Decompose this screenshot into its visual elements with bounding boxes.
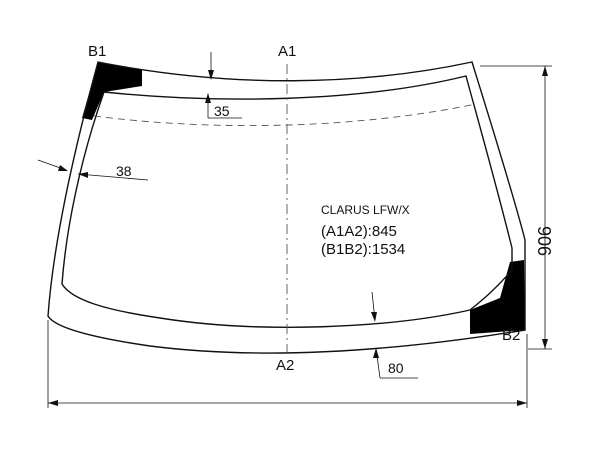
height-arrow-top (542, 66, 548, 76)
windshield-inner-outline (61, 75, 513, 328)
label-a2: A2 (276, 357, 294, 374)
dim-bottom-band: 80 (388, 360, 404, 376)
side-band-leader (77, 173, 149, 181)
b2-dark-patch (470, 260, 525, 334)
bottom-band-leader (375, 347, 381, 379)
width-arrow-right (517, 400, 527, 406)
dim-height: 906 (534, 226, 554, 256)
label-a1: A1 (278, 43, 296, 60)
width-arrow-left (48, 400, 58, 406)
b1b2-measure: (B1B2):1534 (321, 241, 405, 258)
label-b2: B2 (502, 327, 520, 344)
top-band-arrow-down (208, 70, 214, 80)
model-name: CLARUS LFW/X (321, 203, 410, 217)
b1-dark-patch (82, 62, 142, 120)
label-b1: B1 (88, 43, 106, 60)
side-band-arrow-out (78, 172, 88, 178)
top-band-arrow-up (205, 93, 211, 103)
side-band-arrow-in (58, 165, 68, 171)
shade-band-dashed-line (93, 103, 477, 127)
dim-top-band: 35 (214, 103, 230, 119)
a1a2-measure: (A1A2):845 (321, 223, 397, 240)
dim-side-band: 38 (116, 163, 132, 179)
height-arrow-bottom (542, 339, 548, 349)
windshield-outer-outline (47, 61, 526, 354)
bottom-band-arrow-up (373, 348, 379, 358)
bottom-band-arrow-down (371, 312, 377, 322)
